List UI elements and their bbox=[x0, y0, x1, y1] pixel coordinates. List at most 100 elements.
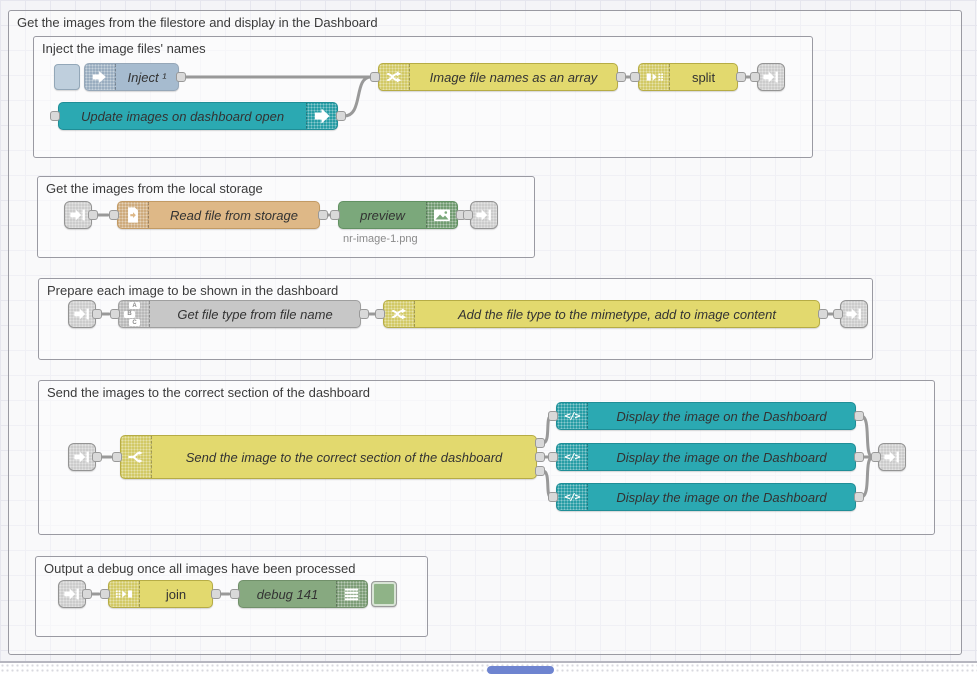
node-label: Send the image to the correct section of… bbox=[185, 449, 503, 465]
node-label: Display the image on the Dashboard bbox=[616, 489, 827, 505]
node-get-file-type[interactable]: A B C Get file type from file name bbox=[118, 300, 361, 328]
port-in[interactable] bbox=[112, 452, 122, 462]
node-template-display-2[interactable]: </> Display the image on the Dashboard bbox=[556, 443, 856, 471]
port-in[interactable] bbox=[548, 492, 558, 502]
port-in[interactable] bbox=[330, 210, 340, 220]
node-template-display-3[interactable]: </> Display the image on the Dashboard bbox=[556, 483, 856, 511]
node-image-preview[interactable]: preview bbox=[338, 201, 458, 229]
wire[interactable] bbox=[859, 455, 875, 499]
node-status: nr-image-1.png bbox=[343, 233, 418, 245]
link-in-icon bbox=[65, 202, 91, 228]
node-link-out-1[interactable] bbox=[757, 63, 785, 91]
split-icon bbox=[639, 64, 670, 90]
inject-button[interactable] bbox=[54, 64, 80, 90]
node-file-in-read[interactable]: Read file from storage bbox=[117, 201, 320, 229]
port-in[interactable] bbox=[110, 309, 120, 319]
port-in[interactable] bbox=[463, 210, 473, 220]
port-in[interactable] bbox=[375, 309, 385, 319]
file-icon bbox=[118, 202, 149, 228]
group-outer-title: Get the images from the filestore and di… bbox=[17, 15, 378, 30]
wire[interactable] bbox=[859, 414, 875, 459]
group-inject-title: Inject the image files' names bbox=[42, 41, 206, 56]
node-ui-control-update[interactable]: Update images on dashboard open bbox=[58, 102, 338, 130]
canvas-edge-strip bbox=[0, 661, 977, 674]
link-in-icon bbox=[69, 444, 95, 470]
port-out[interactable] bbox=[736, 72, 746, 82]
abc-letter-c: C bbox=[129, 319, 140, 326]
link-out-icon bbox=[841, 301, 867, 327]
port-out[interactable] bbox=[88, 210, 98, 220]
port-out[interactable] bbox=[616, 72, 626, 82]
port-out[interactable] bbox=[92, 452, 102, 462]
node-label: Display the image on the Dashboard bbox=[616, 408, 827, 424]
node-label: Image file names as an array bbox=[429, 69, 598, 85]
code-template-icon: </> bbox=[557, 484, 588, 510]
port-out-3[interactable] bbox=[535, 466, 545, 476]
node-label: preview bbox=[360, 207, 405, 223]
node-switch-send[interactable]: Send the image to the correct section of… bbox=[120, 435, 537, 479]
port-out[interactable] bbox=[854, 492, 864, 502]
port-in[interactable] bbox=[871, 452, 881, 462]
group-inject[interactable]: Inject the image files' names bbox=[33, 36, 813, 158]
group-local-storage-title: Get the images from the local storage bbox=[46, 181, 263, 196]
port-in[interactable] bbox=[100, 589, 110, 599]
port-in[interactable] bbox=[630, 72, 640, 82]
group-send-title: Send the images to the correct section o… bbox=[47, 385, 371, 400]
abc-letter-b: B bbox=[124, 310, 135, 318]
port-in[interactable] bbox=[750, 72, 760, 82]
node-label: Display the image on the Dashboard bbox=[616, 449, 827, 465]
node-link-out-3[interactable] bbox=[840, 300, 868, 328]
link-out-icon bbox=[471, 202, 497, 228]
port-out[interactable] bbox=[92, 309, 102, 319]
node-link-in-2[interactable] bbox=[64, 201, 92, 229]
port-out[interactable] bbox=[176, 72, 186, 82]
node-template-display-1[interactable]: </> Display the image on the Dashboard bbox=[556, 402, 856, 430]
wire[interactable] bbox=[342, 75, 373, 118]
debug-toggle-button[interactable] bbox=[371, 581, 397, 607]
port-in[interactable] bbox=[230, 589, 240, 599]
port-out[interactable] bbox=[82, 589, 92, 599]
image-icon bbox=[426, 202, 457, 228]
port-out[interactable] bbox=[359, 309, 369, 319]
port-out[interactable] bbox=[854, 452, 864, 462]
node-link-out-2[interactable] bbox=[470, 201, 498, 229]
port-in[interactable] bbox=[109, 210, 119, 220]
port-out[interactable] bbox=[318, 210, 328, 220]
template-glyph: </> bbox=[564, 410, 580, 422]
template-glyph: </> bbox=[564, 451, 580, 463]
switch-fork-icon bbox=[121, 436, 152, 478]
shuffle-icon bbox=[379, 64, 410, 90]
node-join[interactable]: join bbox=[108, 580, 213, 608]
arrow-right-icon bbox=[306, 103, 337, 129]
node-link-in-4[interactable] bbox=[68, 443, 96, 471]
port-out[interactable] bbox=[336, 111, 346, 121]
horizontal-scrollbar-thumb[interactable] bbox=[487, 666, 554, 674]
node-split[interactable]: split bbox=[638, 63, 738, 91]
port-in[interactable] bbox=[370, 72, 380, 82]
template-glyph: </> bbox=[564, 491, 580, 503]
node-link-in-5[interactable] bbox=[58, 580, 86, 608]
node-inject[interactable]: Inject ¹ bbox=[84, 63, 179, 91]
node-debug[interactable]: debug 141 bbox=[238, 580, 368, 608]
node-link-out-4[interactable] bbox=[878, 443, 906, 471]
port-in[interactable] bbox=[50, 111, 60, 121]
port-out[interactable] bbox=[854, 411, 864, 421]
join-icon bbox=[109, 581, 140, 607]
port-in[interactable] bbox=[548, 411, 558, 421]
node-change-filenames[interactable]: Image file names as an array bbox=[378, 63, 618, 91]
link-out-icon bbox=[758, 64, 784, 90]
node-label: Update images on dashboard open bbox=[80, 108, 285, 124]
port-out-1[interactable] bbox=[535, 438, 545, 448]
port-in[interactable] bbox=[833, 309, 843, 319]
port-in[interactable] bbox=[548, 452, 558, 462]
port-out-2[interactable] bbox=[535, 452, 545, 462]
code-template-icon: </> bbox=[557, 444, 588, 470]
port-out[interactable] bbox=[818, 309, 828, 319]
node-label: Get file type from file name bbox=[177, 306, 333, 322]
port-out[interactable] bbox=[211, 589, 221, 599]
link-in-icon bbox=[69, 301, 95, 327]
node-change-mimetype[interactable]: Add the file type to the mimetype, add t… bbox=[383, 300, 820, 328]
inject-icon bbox=[85, 64, 116, 90]
shuffle-icon bbox=[384, 301, 415, 327]
